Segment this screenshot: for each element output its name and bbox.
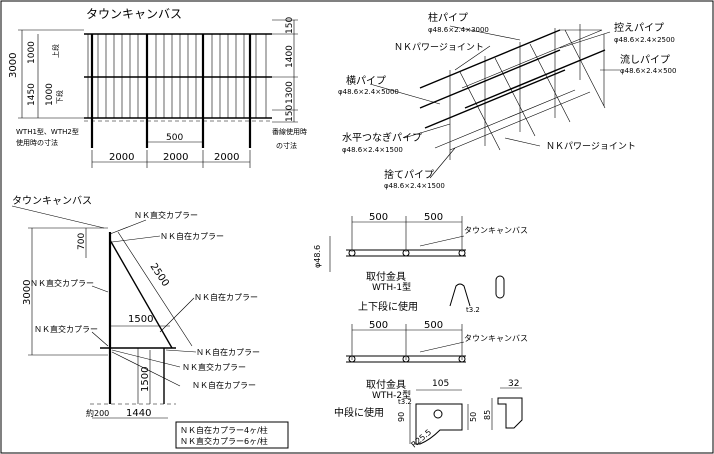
dim-85: 85 <box>483 410 492 420</box>
dim-lower-tag: 下段 <box>55 90 64 104</box>
label-swivel-coupler-3: ＮＫ自在カプラー <box>196 347 260 357</box>
dim-right-150-bottom: 150 <box>285 105 295 122</box>
spec-level-tie-pipe: φ48.6×2.4×1500 <box>342 146 403 154</box>
legend-swivel: ＮＫ自在カプラー4ヶ/柱 <box>180 425 268 435</box>
spec-horizontal-pipe: φ48.6×2.4×5000 <box>338 88 399 96</box>
usage-2: 中段に使用 <box>334 406 384 419</box>
dim-lower-1450: 1450 <box>27 83 37 106</box>
note-right-1: 番線使用時 <box>272 127 307 136</box>
canvas-label-2: タウンキャンバス <box>464 334 528 343</box>
legend-orthogonal: ＮＫ直交カプラー6ヶ/柱 <box>180 436 268 446</box>
dim-500-front: 500 <box>166 133 183 143</box>
dim-right-150-top: 150 <box>285 17 295 34</box>
label-orthogonal-coupler-2: ＮＫ直交カプラー <box>30 278 94 288</box>
dim-500-a: 500 <box>369 212 388 223</box>
dim-span-2: 2000 <box>163 152 188 163</box>
dim-right-1300: 1300 <box>285 81 295 104</box>
note-left-1: WTH1型、WTH2型 <box>16 127 79 136</box>
dim-right-1400: 1400 <box>285 45 295 68</box>
fitting-1-model: WTH-1型 <box>372 282 411 293</box>
dim-500-d: 500 <box>424 320 443 331</box>
label-flow-pipe: 流しパイプ <box>620 53 670 66</box>
label-power-joint-1: ＮＫパワージョイント <box>394 42 484 53</box>
fitting-1-shape <box>449 283 471 307</box>
label-base-pipe: 捨てパイプ <box>384 168 434 181</box>
label-horizontal-pipe: 横パイプ <box>346 74 386 87</box>
label-orthogonal-coupler-3: ＮＫ直交カプラー <box>34 324 98 334</box>
dim-side-1500-v: 1500 <box>140 367 151 392</box>
dim-side-700: 700 <box>77 233 87 250</box>
spec-base-pipe: φ48.6×2.4×1500 <box>384 182 445 190</box>
usage-1: 上下段に使用 <box>358 300 418 313</box>
dim-105: 105 <box>432 379 449 389</box>
spec-brace-pipe: φ48.6×2.4×2500 <box>614 36 675 44</box>
dim-500-c: 500 <box>369 320 388 331</box>
dim-90: 90 <box>397 412 406 422</box>
iso-top-rail <box>419 29 561 89</box>
dim-upper-tag: 上段 <box>51 44 60 58</box>
canvas-panel <box>87 33 267 119</box>
canvas-slats <box>97 34 257 118</box>
spec-flow-pipe: φ48.6×2.4×500 <box>620 67 676 75</box>
front-view-title: タウンキャンバス <box>86 7 182 21</box>
side-view-title: タウンキャンバス <box>12 195 92 207</box>
spec-post-pipe: φ48.6×2.4×3000 <box>428 26 489 34</box>
label-swivel-coupler-2: ＮＫ自在カプラー <box>194 292 258 302</box>
fitting-2-profile <box>497 397 523 429</box>
dim-side-2500: 2500 <box>148 262 171 289</box>
dim-upper-1000: 1000 <box>27 41 37 64</box>
dim-side-1440: 1440 <box>126 408 151 419</box>
side-brace <box>109 239 173 349</box>
dim-side-200: 約200 <box>86 408 109 418</box>
note-left-2: 使用時の寸法 <box>16 138 58 147</box>
label-orthogonal-coupler-1: ＮＫ直交カプラー <box>134 210 198 220</box>
dim-lower-1000: 1000 <box>45 83 55 106</box>
dim-50: 50 <box>469 412 478 422</box>
label-orthogonal-coupler-4: ＮＫ直交カプラー <box>182 362 246 372</box>
fitting-1-title: 取付金具 <box>366 270 406 283</box>
dim-32: 32 <box>508 379 519 389</box>
side-view: タウンキャンバス 3000 700 2500 1500 1500 約200 14… <box>11 195 289 449</box>
fitting-1-thickness: t3.2 <box>466 306 480 314</box>
dim-span-3: 2000 <box>214 152 239 163</box>
dim-diameter: φ48.6 <box>313 245 322 268</box>
coupler-legend-box <box>175 421 289 449</box>
fitting-2-model: WTH-2型 <box>372 390 411 401</box>
label-swivel-coupler-1: ＮＫ自在カプラー <box>160 231 224 241</box>
front-view: タウンキャンバス 3000 1000 上段 <box>8 7 307 168</box>
dim-span-1: 2000 <box>109 152 134 163</box>
fitting-detail: 500 500 タウンキャンバス φ48.6 取付金具 WTH-1型 t3.2 … <box>313 212 528 450</box>
dim-side-1500-h: 1500 <box>128 314 153 325</box>
iso-view: 柱パイプ φ48.6×2.4×3000 控えパイプ φ48.6×2.4×2500… <box>338 11 676 190</box>
label-level-tie-pipe: 水平つなぎパイプ <box>342 131 422 144</box>
dim-total-height: 3000 <box>8 53 19 78</box>
label-power-joint-2: ＮＫパワージョイント <box>546 141 636 152</box>
dim-500-b: 500 <box>424 212 443 223</box>
fitting-2-thickness: t3.2 <box>398 398 412 406</box>
label-swivel-coupler-4: ＮＫ自在カプラー <box>192 380 256 390</box>
note-right-2: の寸法 <box>276 141 297 150</box>
canvas-label-1: タウンキャンバス <box>464 226 528 235</box>
label-post-pipe: 柱パイプ <box>428 11 468 24</box>
fitting-2-shape <box>415 403 463 445</box>
fitting-2-title: 取付金具 <box>366 378 406 391</box>
label-brace-pipe: 控えパイプ <box>614 21 664 34</box>
dim-side-3000: 3000 <box>22 280 33 305</box>
